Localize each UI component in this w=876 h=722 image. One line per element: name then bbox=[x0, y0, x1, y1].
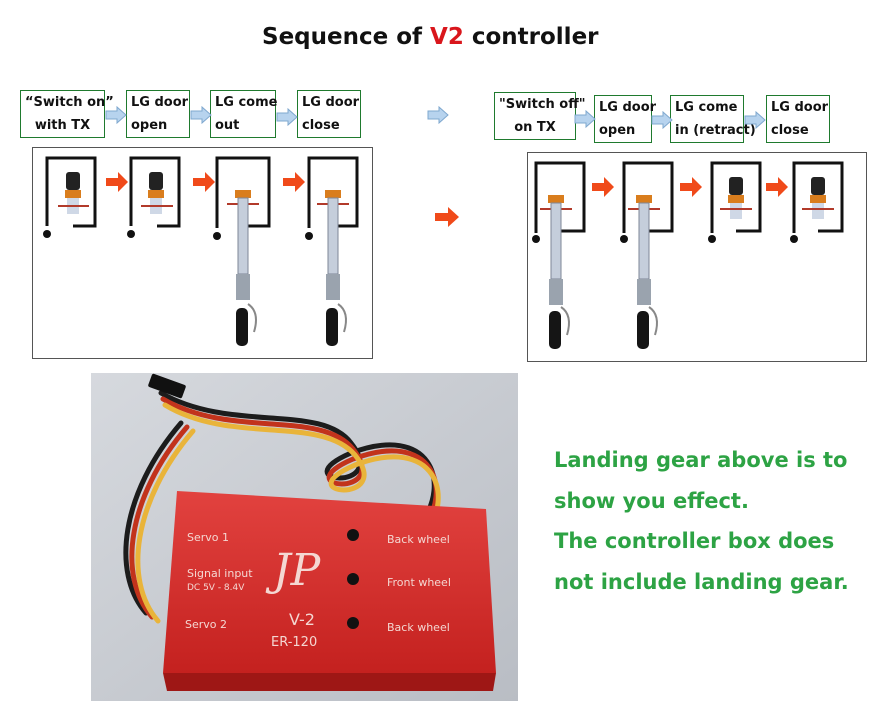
retract-sequence-panel bbox=[527, 152, 867, 362]
device-logo: JP bbox=[265, 545, 322, 596]
servo-retracted-icon bbox=[58, 172, 89, 214]
arrow-right-icon bbox=[283, 172, 305, 192]
arrow-right-icon bbox=[193, 172, 215, 192]
step-line2: open bbox=[599, 123, 636, 138]
note-line: show you effect. bbox=[554, 488, 749, 513]
label-dc-voltage: DC 5V - 8.4V bbox=[187, 583, 245, 593]
step-line2: out bbox=[215, 118, 240, 133]
title-suffix: controller bbox=[463, 24, 599, 50]
extend-sequence-panel bbox=[32, 147, 373, 359]
device-model: V-2 bbox=[289, 610, 315, 629]
step-line2: close bbox=[302, 118, 340, 133]
step-line1: LG door bbox=[131, 95, 189, 110]
controller-photo: JP V-2 ER-120 Servo 1 Signal input DC 5V… bbox=[91, 373, 518, 701]
arrow-right-icon bbox=[427, 106, 449, 124]
retract-sequence-illustration bbox=[532, 161, 844, 349]
extend-sequence-illustration bbox=[43, 156, 359, 346]
note-line: not include landing gear. bbox=[554, 569, 849, 594]
landing-gear-extended-icon bbox=[317, 190, 349, 346]
controller-box-illustration: JP V-2 ER-120 Servo 1 Signal input DC 5V… bbox=[91, 373, 518, 701]
servo-retracted-icon bbox=[141, 172, 173, 214]
note-text: Landing gear above is to show you effect… bbox=[554, 440, 849, 602]
label-front-wheel: Front wheel bbox=[387, 576, 451, 589]
title-highlight: V2 bbox=[430, 24, 464, 50]
device-code: ER-120 bbox=[271, 635, 317, 650]
step-line2: on TX bbox=[514, 120, 556, 135]
label-signal-input: Signal input bbox=[187, 567, 253, 580]
note-line: The controller box does bbox=[554, 529, 835, 553]
step-lg-door-open: LG door open bbox=[126, 90, 190, 138]
landing-gear-extended-icon bbox=[628, 195, 660, 349]
step-lg-door-close-2: LG door close bbox=[766, 95, 830, 143]
label-back-wheel-1: Back wheel bbox=[387, 533, 450, 546]
step-line2: with TX bbox=[34, 118, 91, 133]
step-line2: in (retract) bbox=[675, 123, 756, 138]
label-back-wheel-2: Back wheel bbox=[387, 621, 450, 634]
arrow-right-icon bbox=[680, 177, 702, 197]
step-line1: LG come bbox=[675, 100, 738, 115]
step-switch-off: "Switch off" on TX bbox=[494, 92, 586, 140]
arrow-right-icon bbox=[435, 207, 459, 227]
servo-retracted-icon bbox=[720, 177, 752, 219]
step-lg-come-in: LG come in (retract) bbox=[670, 95, 756, 143]
arrow-right-icon bbox=[190, 106, 212, 124]
note-line: Landing gear above is to bbox=[554, 448, 848, 472]
step-line1: "Switch off" bbox=[499, 97, 586, 112]
arrow-right-icon bbox=[276, 108, 298, 126]
step-line2: open bbox=[131, 118, 168, 133]
step-lg-door-close: LG door close bbox=[297, 90, 361, 138]
step-line2: close bbox=[771, 123, 809, 138]
landing-gear-extended-icon bbox=[227, 190, 259, 346]
arrow-right-icon bbox=[651, 111, 673, 129]
arrow-right-icon bbox=[574, 110, 596, 128]
servo-retracted-icon bbox=[802, 177, 834, 219]
arrow-right-icon bbox=[105, 106, 127, 124]
arrow-right-icon bbox=[106, 172, 128, 192]
arrow-right-icon bbox=[592, 177, 614, 197]
step-line1: “Switch on” bbox=[25, 95, 114, 110]
label-servo-1: Servo 1 bbox=[187, 531, 229, 544]
arrow-right-icon bbox=[766, 177, 788, 197]
title-prefix: Sequence of bbox=[262, 24, 431, 50]
arrow-right-icon bbox=[744, 111, 766, 129]
step-lg-door-open-2: LG door open bbox=[594, 95, 657, 143]
landing-gear-extended-icon bbox=[540, 195, 572, 349]
step-line1: LG door bbox=[599, 100, 657, 115]
step-switch-on: “Switch on” with TX bbox=[20, 90, 114, 138]
page-title: Sequence of V2 controller bbox=[262, 24, 599, 50]
step-line1: LG door bbox=[302, 95, 360, 110]
label-servo-2: Servo 2 bbox=[185, 618, 227, 631]
step-line1: LG door bbox=[771, 100, 829, 115]
step-line1: LG come bbox=[215, 95, 278, 110]
step-lg-come-out: LG come out bbox=[210, 90, 278, 138]
